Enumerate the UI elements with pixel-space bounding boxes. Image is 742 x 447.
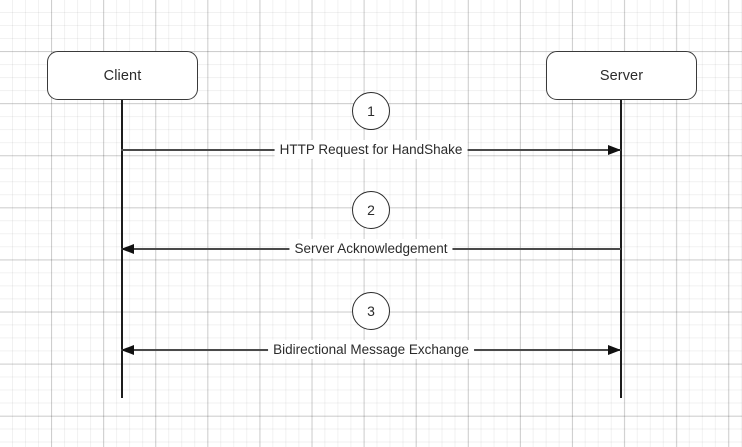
participant-box-client[interactable]: Client [47,51,198,100]
lifeline-server [620,99,622,398]
step-number-2: 2 [352,191,390,229]
participant-box-server[interactable]: Server [546,51,697,100]
step-number-3: 3 [352,292,390,330]
arrowhead-left-icon [121,345,134,355]
participant-label-server: Server [599,67,644,84]
step-number-1: 1 [352,92,390,130]
arrowhead-right-icon [608,345,621,355]
participant-label-client: Client [103,67,142,84]
message-1-label: HTTP Request for HandShake [274,140,468,159]
message-2-label: Server Acknowledgement [289,239,453,258]
arrowhead-right-icon [608,145,621,155]
arrowhead-left-icon [121,244,134,254]
message-3-label: Bidirectional Message Exchange [268,340,474,359]
